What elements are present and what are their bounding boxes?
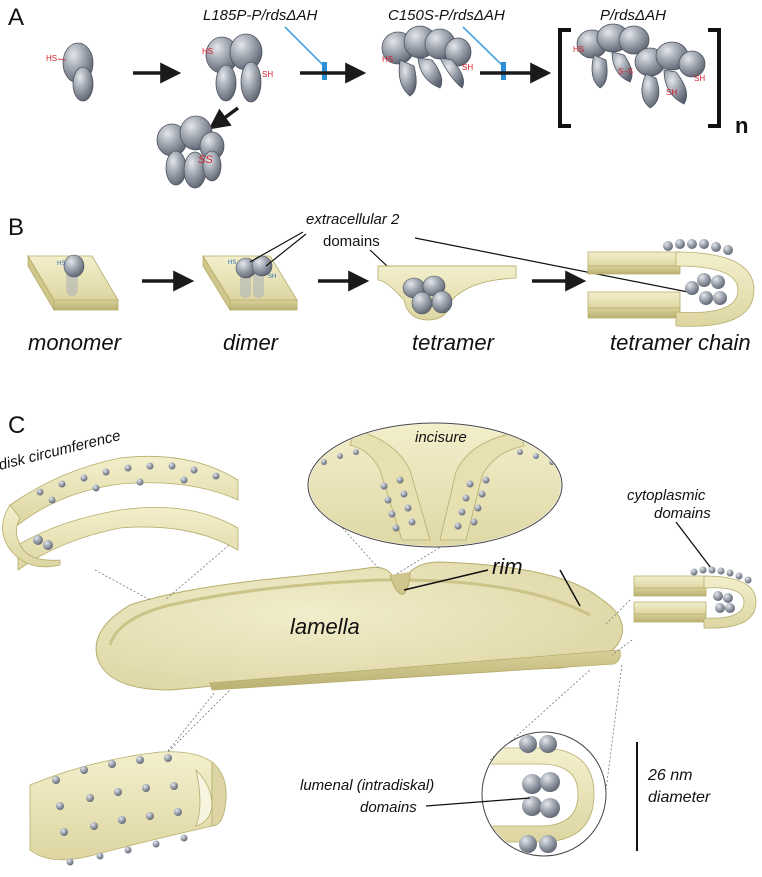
panel-a: A HS HS SH L185P-P/rdsΔAH (8, 4, 748, 189)
panel-b-tetramer-chain: tetramer chain (587, 239, 755, 355)
scale-bar: 26 nm diameter (636, 742, 711, 851)
rim-pointer-2 (559, 569, 581, 607)
label-tetramer: tetramer (412, 330, 496, 355)
label-cytoplasmic-line2: domains (654, 505, 711, 522)
thiol-label: HS (202, 47, 213, 56)
thiol-label: HS (46, 54, 57, 63)
callout-line-dimer-1 (249, 231, 304, 263)
callout-line-dimer-2 (265, 233, 307, 267)
inset-rolled-membrane (29, 751, 227, 866)
rim-pointer-1 (403, 569, 489, 591)
panel-a-tetramer: HS SH (381, 25, 473, 97)
panel-b-tetramer: tetramer (377, 265, 517, 355)
block-line-2 (462, 26, 504, 67)
scale-label-line2: diameter (648, 789, 711, 806)
label-lumenal-line1: lumenal (intradiskal) (300, 777, 434, 794)
label-rim: rim (492, 554, 523, 579)
label-lamella: lamella (290, 614, 360, 639)
panel-a-letter: A (8, 4, 24, 31)
disk-lamella: lamella rim (95, 554, 623, 691)
construct-label-l185p: L185P-P/rdsΔAH (203, 7, 317, 24)
panel-b-letter: B (8, 214, 24, 241)
small-thiol-label: SH (268, 274, 276, 280)
label-dimer: dimer (223, 330, 280, 355)
label-incisure: incisure (415, 429, 467, 446)
panel-b: B HS monomer HS SH dimer extracell (8, 211, 755, 355)
callout-line-chain (414, 237, 689, 293)
inset-lumenal: lumenal (intradiskal) domains (300, 731, 607, 857)
bracket-left (558, 28, 571, 128)
cytoplasmic-pointer (675, 521, 715, 573)
panel-c-letter: C (8, 412, 25, 439)
inset-incisure: incisure (307, 422, 563, 548)
thiol-label: HS (382, 55, 393, 64)
block-line-1 (284, 26, 325, 67)
label-monomer: monomer (28, 330, 123, 355)
bracket-subscript: n (735, 113, 748, 138)
small-thiol-label: HS (57, 261, 65, 267)
callout-extracellular-line2: domains (323, 233, 380, 250)
block-marker-1 (322, 62, 327, 80)
panel-a-disulfide-dimer: SS (156, 115, 225, 189)
thiol-label: S–S (618, 67, 633, 76)
arrow-a-down (208, 106, 240, 130)
panel-b-monomer: HS monomer (27, 254, 123, 355)
lumenal-pointer (425, 797, 531, 807)
panel-c: C lamella rim (0, 412, 757, 866)
panel-b-dimer: HS SH dimer (202, 254, 298, 355)
thiol-label: SH (462, 63, 473, 72)
thiol-label: HS (573, 45, 584, 54)
scale-label-line1: 26 nm (647, 767, 692, 784)
construct-label-wildtype: P/rdsΔAH (600, 7, 666, 24)
construct-label-c150s: C150S-P/rdsΔAH (388, 7, 505, 24)
label-lumenal-line2: domains (360, 799, 417, 816)
callout-extracellular-line1: extracellular 2 (306, 211, 400, 228)
thiol-label: SH (694, 74, 705, 83)
block-marker-2 (501, 62, 506, 80)
thiol-label: SH (262, 70, 273, 79)
bracket-right (708, 28, 721, 128)
thiol-label: SH (666, 88, 677, 97)
label-tetramer-chain: tetramer chain (610, 330, 751, 355)
disulfide-label: SS (198, 154, 213, 166)
small-thiol-label: HS (228, 260, 236, 266)
inset-cytoplasmic: cytoplasmic domains (627, 487, 757, 629)
inset-disk-circumference: disk circumference (0, 427, 239, 571)
panel-a-monomer: HS (46, 42, 94, 102)
label-cytoplasmic-line1: cytoplasmic (627, 487, 706, 504)
panel-a-tetramer-chain: HS S–S SH SH (573, 23, 706, 109)
panel-a-dimer: HS SH (202, 33, 273, 103)
